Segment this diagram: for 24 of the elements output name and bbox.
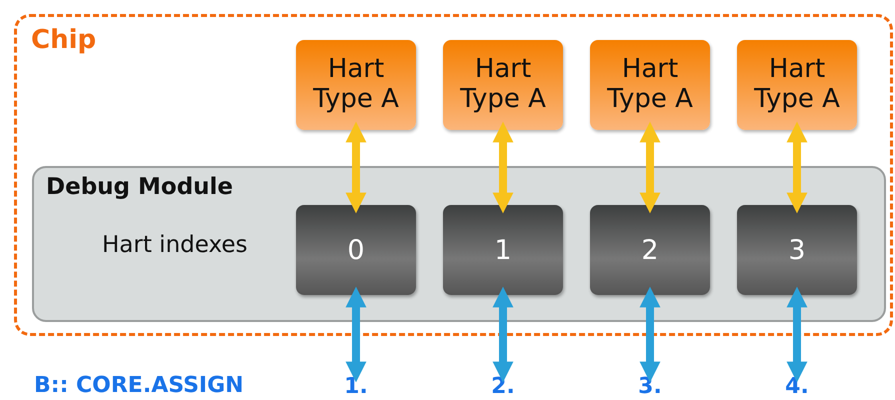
hart-box: Hart Type A (737, 40, 857, 130)
double-arrow (346, 286, 366, 382)
hart-index-box: 0 (296, 205, 416, 295)
hart-box: Hart Type A (443, 40, 563, 130)
row-label: Hart indexes (102, 232, 248, 258)
hart-number: 4. (772, 374, 822, 400)
double-arrow (492, 122, 514, 214)
double-arrow (346, 122, 366, 214)
module-title: Debug Module (46, 174, 234, 200)
double-arrow (640, 286, 660, 382)
double-arrow (492, 286, 514, 382)
double-arrow (786, 286, 808, 382)
debug-module-panel (32, 166, 886, 322)
hart-box: Hart Type A (590, 40, 710, 130)
chip-boundary (14, 14, 893, 336)
hart-number: 1. (331, 374, 381, 400)
hart-index-box: 3 (737, 205, 857, 295)
double-arrow (640, 122, 660, 214)
hart-index-box: 2 (590, 205, 710, 295)
double-arrow (786, 122, 808, 214)
command-label: B:: CORE.ASSIGN (34, 373, 244, 398)
chip-title: Chip (31, 25, 96, 55)
hart-index-box: 1 (443, 205, 563, 295)
hart-box: Hart Type A (296, 40, 416, 130)
